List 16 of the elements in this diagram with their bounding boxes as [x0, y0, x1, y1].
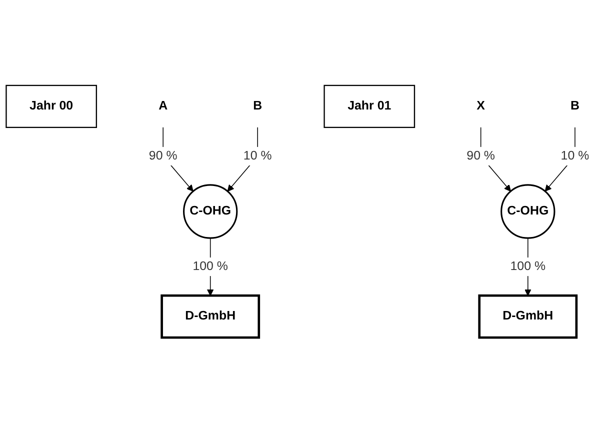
node-box: Jahr 01 [324, 84, 416, 128]
node-text: B [253, 99, 262, 113]
node-box: D-GmbH [478, 294, 578, 339]
node-box: Jahr 00 [6, 84, 97, 128]
node-box: D-GmbH [160, 294, 260, 339]
edge-label: 10 % [560, 149, 590, 162]
edge-label: 10 % [243, 149, 272, 162]
edge-label: 100 % [510, 260, 546, 274]
node-text: A [158, 99, 168, 113]
edge-label: 90 % [148, 149, 178, 162]
node-circle: C-OHG [183, 184, 238, 239]
node-text: X [476, 99, 485, 113]
node-circle: C-OHG [500, 184, 556, 239]
edge-label: 90 % [466, 149, 495, 162]
edge-label: 100 % [192, 260, 228, 274]
node-text: B [570, 99, 580, 113]
